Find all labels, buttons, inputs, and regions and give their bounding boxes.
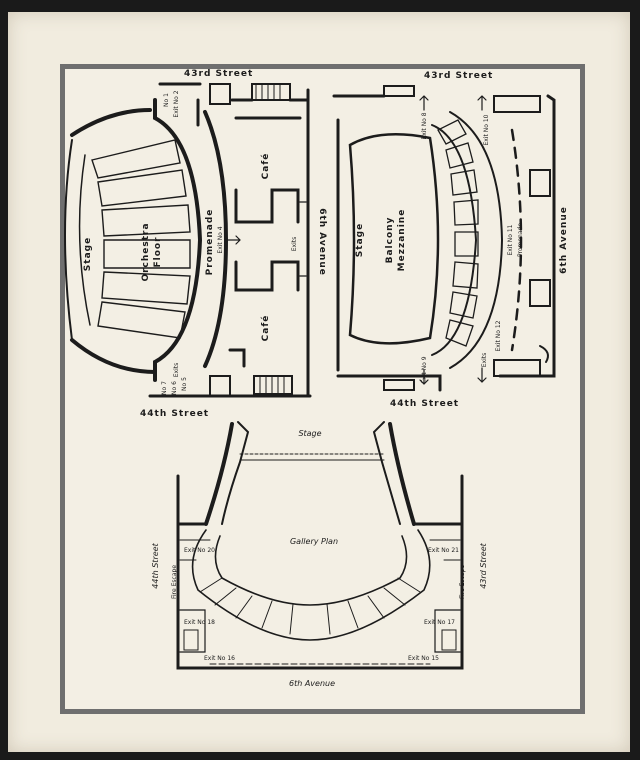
plan3-fire-escape-left: Fire Escape [171, 565, 178, 599]
plan2-exit12: Exit No 12 [495, 320, 502, 351]
orchestra-floor-plan [64, 82, 312, 398]
plan2-exit10: Exit No 10 [483, 114, 490, 145]
plan1-exit1: No 1 [163, 93, 170, 107]
plan1-exit3: Exits [173, 363, 180, 378]
plan1-floor: Floor [153, 236, 163, 267]
plan1-exit7: No 7 [161, 381, 168, 395]
plan3-title: Gallery Plan [290, 537, 338, 546]
plan2-balcony: Balcony [385, 217, 395, 264]
plan1-exit6: No 6 [171, 381, 178, 395]
plan2-labels: 43rd Street 44th Street 6th Avenue Stage… [355, 71, 569, 409]
plan1-orchestra: Orchestra [141, 222, 151, 281]
plan1-street-top: 43rd Street [184, 69, 253, 79]
plan1-exits: Exits [291, 237, 298, 252]
plan2-street-bottom: 44th Street [390, 399, 459, 409]
plan2-exits: Exits [481, 353, 488, 368]
plan3-exit-br: Exit No 17 [424, 619, 455, 626]
plan3-exit-tr: Exit No 21 [428, 547, 459, 554]
plan2-promenade: Promenade [517, 223, 524, 257]
plan3-avenue: 6th Avenue [289, 679, 335, 688]
plan3-street-right: 43rd Street [479, 542, 488, 588]
plate-border [60, 64, 585, 714]
plan1-cafe-top: Café [260, 153, 271, 180]
plan3-exit-bl: Exit No 18 [184, 619, 215, 626]
plan3-exit-bottom-r: Exit No 15 [408, 655, 439, 662]
plan1-stage: Stage [83, 237, 93, 271]
plan1-promenade: Promenade [205, 209, 215, 276]
plan3-labels: Stage Gallery Plan 44th Street 43rd Stre… [151, 429, 488, 688]
plan1-exit5: No 5 [181, 377, 188, 391]
plan2-avenue: 6th Avenue [559, 206, 569, 274]
plan3-fire-escape-right: Fire Escape [459, 565, 466, 599]
plan1-exit2: Exit No 2 [173, 90, 180, 117]
paper-sheet [8, 12, 630, 752]
plan2-exit8: Exit No 8 [421, 112, 428, 139]
plan1-cafe-bottom: Café [260, 315, 271, 342]
plan3-exit-bottom-l: Exit No 16 [204, 655, 235, 662]
plan2-exit9: Exit No 9 [421, 356, 428, 383]
plan3-exit-tl: Exit No 20 [184, 547, 215, 554]
plan2-stage: Stage [355, 223, 365, 257]
balcony-plan [332, 85, 556, 392]
plan3-stage: Stage [298, 429, 321, 438]
gallery-plan [176, 421, 464, 670]
plan1-labels: 43rd Street 44th Street 6th Avenue Stage… [83, 69, 327, 419]
plan1-street-bottom: 44th Street [140, 409, 209, 419]
plan3-street-left: 44th Street [151, 542, 160, 588]
plan1-avenue: 6th Avenue [317, 208, 327, 276]
plan2-street-top: 43rd Street [424, 71, 493, 81]
plan1-exit4: Exit No 4 [217, 226, 224, 253]
plan2-mezzanine: Mezzanine [397, 209, 407, 272]
plan2-exit11: Exit No 11 [507, 224, 514, 255]
